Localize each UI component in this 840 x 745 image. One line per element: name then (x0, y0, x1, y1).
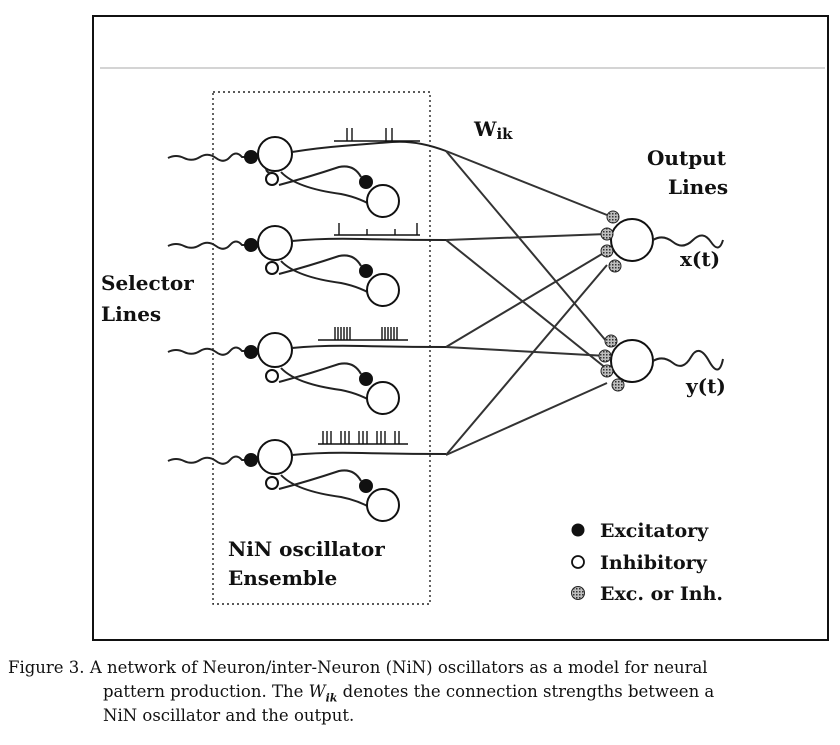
output-neuron-x (600, 210, 724, 273)
mixed-synapse (608, 259, 622, 273)
caption-text-1: A network of Neuron/inter-Neuron (NiN) o… (89, 658, 708, 677)
interneuron (366, 184, 400, 218)
inhibitory-synapse (265, 261, 279, 275)
mixed-synapse (600, 364, 614, 378)
nin-oscillator-2 (167, 223, 447, 307)
legend-mixed: Exc. or Inh. (600, 583, 723, 605)
legend: Excitatory Inhibitory Exc. or Inh. (571, 520, 723, 605)
output-lines-label-1: Output (647, 146, 727, 170)
nin-oscillator-3 (167, 327, 447, 415)
neuron (257, 439, 293, 475)
spike-train-1 (334, 128, 420, 142)
output-line-y (652, 350, 724, 371)
mixed-synapse (600, 244, 614, 258)
excitatory-synapse (244, 453, 258, 467)
mixed-legend-icon (571, 586, 585, 600)
figure-frame (92, 15, 829, 641)
selector-line-3 (167, 346, 253, 356)
legend-excitatory: Excitatory (600, 520, 709, 542)
selector-line-4 (167, 455, 253, 465)
interneuron (366, 488, 400, 522)
output-y-label: y(t) (685, 374, 726, 398)
caption-line-2: pattern production. The Wik denotes the … (103, 680, 714, 710)
caption-line-1: Figure 3. A network of Neuron/inter-Neur… (8, 656, 708, 680)
neuron (257, 225, 293, 261)
mixed-synapse (606, 210, 620, 224)
weights-label: Wik (473, 117, 513, 143)
caption-text-2b: denotes the connection strengths between… (337, 682, 715, 701)
output-line-x (652, 234, 724, 249)
excitatory-synapse (359, 175, 373, 189)
excitatory-synapse (244, 238, 258, 252)
neuron (257, 136, 293, 172)
selector-lines-label-2: Lines (101, 302, 161, 326)
output-neuron-y (598, 334, 724, 392)
nin-oscillator-1 (167, 128, 447, 218)
selector-line-1 (167, 152, 253, 162)
ensemble-label-1: NiN oscillator (228, 537, 385, 561)
legend-inhibitory: Inhibitory (600, 552, 708, 574)
caption-line-3: NiN oscillator and the output. (103, 704, 354, 728)
mixed-synapse (598, 349, 612, 363)
caption-symbol: Wik (308, 682, 338, 705)
mixed-synapse (600, 227, 614, 241)
interneuron (366, 381, 400, 415)
interneuron (366, 273, 400, 307)
nin-network-diagram: Wik Output Lines x(t) y(t) Selector Line… (92, 15, 829, 641)
spike-train-3 (318, 327, 408, 341)
caption-label: Figure 3. (8, 658, 85, 677)
selector-line-2 (167, 240, 253, 250)
excitatory-synapse (244, 150, 258, 164)
ensemble-label-2: Ensemble (228, 566, 337, 590)
excitatory-synapse (244, 345, 258, 359)
selector-lines-label-1: Selector (101, 271, 194, 295)
excitatory-legend-icon (571, 523, 585, 537)
spike-train-4 (318, 431, 408, 445)
excitatory-synapse (359, 479, 373, 493)
inhibitory-legend-icon (571, 555, 585, 569)
mixed-synapse (611, 378, 625, 392)
excitatory-synapse (359, 264, 373, 278)
inhibitory-synapse (265, 172, 279, 186)
weight-connections (445, 150, 608, 456)
neuron (257, 332, 293, 368)
caption-text-3: NiN oscillator and the output. (103, 706, 355, 725)
inhibitory-synapse (265, 369, 279, 383)
nin-oscillator-4 (167, 431, 447, 522)
mixed-synapse (604, 334, 618, 348)
ensemble-box (212, 91, 431, 605)
excitatory-synapse (359, 372, 373, 386)
output-x-label: x(t) (680, 247, 720, 271)
inhibitory-synapse (265, 476, 279, 490)
output-lines-label-2: Lines (668, 175, 728, 199)
spike-train-2 (334, 223, 420, 236)
caption-text-2a: pattern production. The (103, 682, 309, 701)
